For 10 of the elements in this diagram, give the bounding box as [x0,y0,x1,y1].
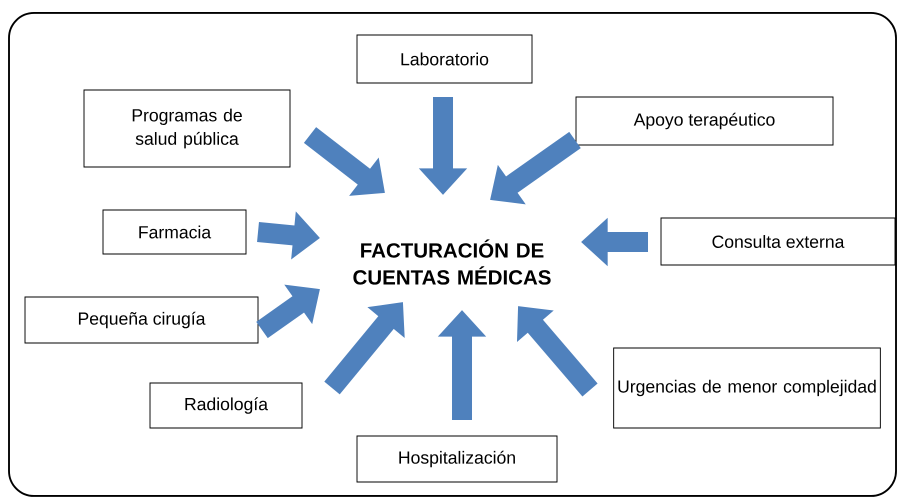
text-box: Urgencias de menor complejidad [613,348,881,428]
text-box: Farmacia [102,210,246,254]
text-box: Radiología [150,382,302,428]
text-box: Apoyo terapéutico [576,96,834,146]
title-text: FACTURACIÓN DE CUENTAS MÉDICAS [353,239,551,285]
text-box: Consulta externa [660,218,896,266]
text-box: Hospitalización [356,436,558,482]
text-box: Laboratorio [356,34,532,84]
text-box: Pequeña cirugía [24,296,258,344]
text-box: Programas de salud pública [84,90,290,168]
